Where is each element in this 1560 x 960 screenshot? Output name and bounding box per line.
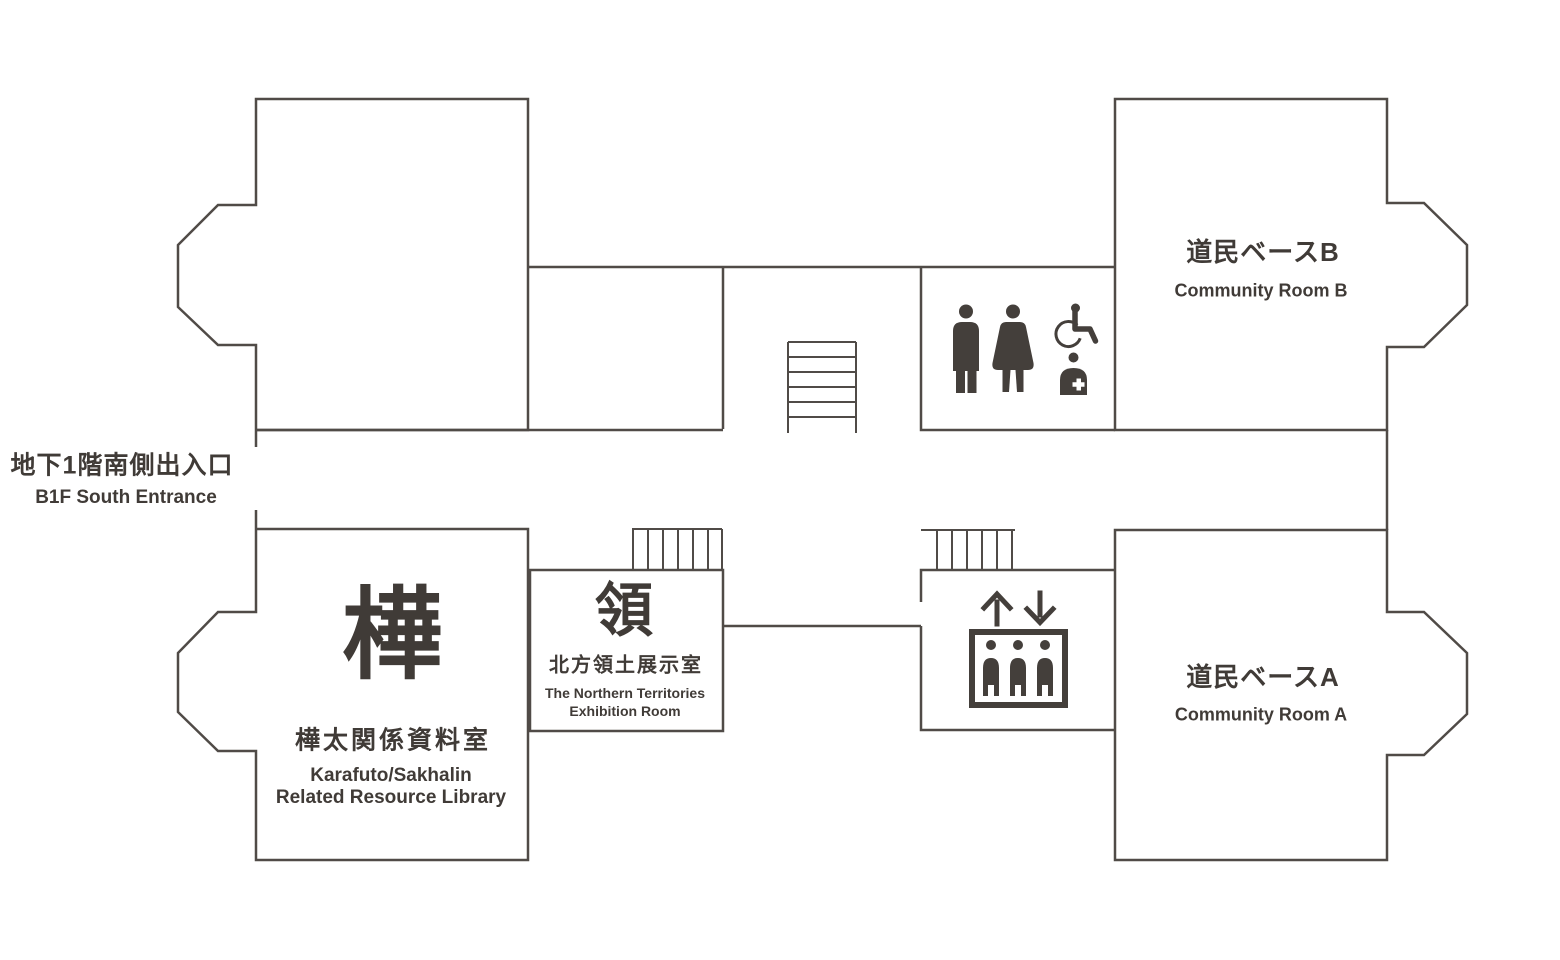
restroom-block-outline	[919, 268, 1115, 432]
entrance-label-ja: 地下1階南側出入口	[10, 451, 234, 480]
elevator-down-arrow-icon	[1023, 590, 1057, 627]
elevator-car-frame	[969, 629, 1068, 708]
karafuto-library-monogram: 樺	[342, 579, 442, 692]
hatch-territories-roof	[632, 528, 723, 570]
elevator-passengers	[983, 640, 1053, 696]
womens-restroom-icon	[992, 304, 1034, 392]
mens-restroom-icon	[953, 304, 979, 393]
community-room-b-label-en: Community Room B	[1174, 280, 1348, 301]
elevator-icon	[969, 590, 1068, 708]
elevator-up-arrow-icon	[980, 590, 1014, 627]
ostomate-icon	[1060, 352, 1087, 395]
territories-room-label-en: The Northern Territories Exhibition Room	[545, 684, 705, 720]
community-room-a-label-ja: 道民ベースA	[1186, 662, 1340, 693]
wheelchair-accessible-icon	[1054, 303, 1099, 349]
territories-room-monogram: 領	[594, 578, 654, 644]
community-room-a-label-en: Community Room A	[1174, 704, 1348, 725]
room-territories-outline	[528, 568, 725, 733]
room-northwest-outline	[176, 97, 530, 447]
room-karafuto-outline	[176, 510, 530, 862]
hatch-elevator-roof	[921, 529, 1015, 570]
restroom-icons-group	[953, 303, 1099, 395]
karafuto-library-label-en-line2: Related Resource Library	[275, 787, 507, 808]
territories-room-label-en-line2: Exhibition Room	[569, 703, 681, 719]
stairs-icon	[787, 341, 857, 433]
walls-group	[176, 97, 1469, 862]
community-room-b-label-ja: 道民ベースB	[1186, 237, 1340, 268]
elevator-room-outline	[919, 568, 1115, 732]
karafuto-library-label-en-line1: Karafuto/Sakhalin	[310, 765, 472, 786]
room-community-b-outline	[1113, 97, 1469, 432]
karafuto-library-label-ja: 樺太関係資料室	[294, 726, 492, 755]
territories-room-label-ja: 北方領土展示室	[549, 654, 703, 677]
entrance-label-en: B1F South Entrance	[35, 487, 217, 509]
territories-room-label-en-line1: The Northern Territories	[545, 685, 705, 701]
room-community-a-outline	[1113, 528, 1469, 862]
karafuto-library-label-en: Karafuto/Sakhalin Related Resource Libra…	[276, 765, 506, 809]
